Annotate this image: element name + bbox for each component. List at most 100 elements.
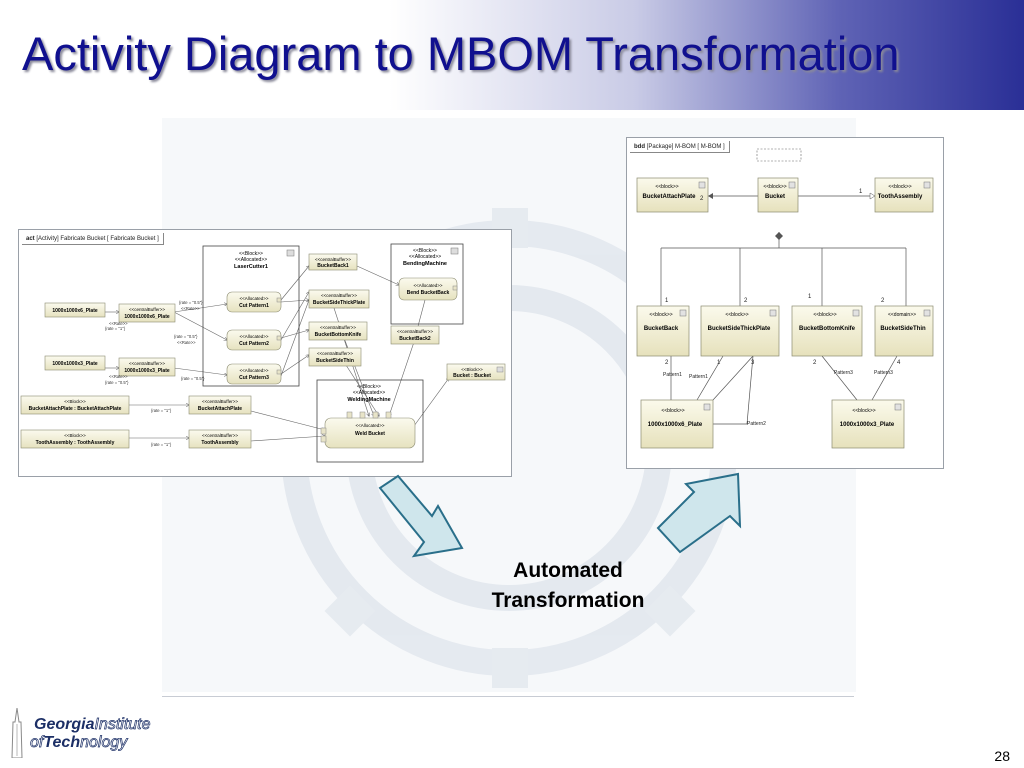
svg-text:<<Allocated>>: <<Allocated>> <box>239 296 268 301</box>
bdd-frame-label: bdd [Package] M-BOM [ M-BOM ] <box>630 141 730 153</box>
act-bucketback2: BucketBack2 <box>399 336 431 342</box>
svg-text:<<Rate>>: <<Rate>> <box>181 306 200 311</box>
bdd-block-bucketback: BucketBack <box>644 326 679 332</box>
welding-stereo1: <<Block>> <box>357 384 381 390</box>
svg-text:1: 1 <box>859 189 863 195</box>
svg-text:2: 2 <box>700 196 704 202</box>
act-toothassembly-input: ToothAssembly : ToothAssembly <box>36 440 115 446</box>
svg-text:<<Block>>: <<Block>> <box>64 433 86 438</box>
bending-stereo2: <<Allocated>> <box>409 254 441 260</box>
title-band <box>0 0 1024 110</box>
welding-stereo2: <<Allocated>> <box>353 390 385 396</box>
svg-text:4: 4 <box>897 360 901 366</box>
svg-text:<<Rate>>: <<Rate>> <box>177 340 196 345</box>
lasercutter-stereo2: <<Allocated>> <box>235 257 267 263</box>
act-bend-bucketback: Bend BucketBack <box>407 290 450 296</box>
svg-text:<<centralBuffer>>: <<centralBuffer>> <box>315 257 351 262</box>
act-buffer-attachplate: BucketAttachPlate <box>198 406 242 412</box>
welding-name: WeldingMachine <box>347 397 390 403</box>
svg-text:Pattern3: Pattern3 <box>834 370 853 376</box>
svg-text:1: 1 <box>808 294 812 300</box>
bdd-block-bucket: Bucket <box>765 194 785 200</box>
svg-text:1: 1 <box>665 298 669 304</box>
svg-text:<<block>>: <<block>> <box>852 408 875 414</box>
act-sidethin: BucketSideThin <box>316 358 354 364</box>
bdd-block-sidethickplate: BucketSideThickPlate <box>708 326 771 332</box>
svg-text:<<centralBuffer>>: <<centralBuffer>> <box>317 351 353 356</box>
bdd-block-plate6: 1000x1000x6_Plate <box>648 422 703 428</box>
svg-text:Pattern3: Pattern3 <box>874 370 893 376</box>
svg-text:{rate = "0.5"}: {rate = "0.5"} <box>105 380 129 385</box>
act-bottomknife: BucketBottomKnife <box>315 332 362 338</box>
svg-text:<<Block>>: <<Block>> <box>461 367 483 372</box>
svg-text:{rate = "0.5"}: {rate = "0.5"} <box>174 334 198 339</box>
svg-text:<<centralBuffer>>: <<centralBuffer>> <box>320 325 356 330</box>
svg-text:<<block>>: <<block>> <box>655 184 678 190</box>
svg-text:{rate = "1"}: {rate = "1"} <box>151 408 172 413</box>
svg-text:2: 2 <box>744 298 748 304</box>
lasercutter-stereo1: <<Block>> <box>239 251 263 257</box>
lasercutter-name: LaserCutter1 <box>234 264 268 270</box>
transform-arrow-up-icon <box>656 472 742 554</box>
svg-text:{rate = "0.5"}: {rate = "0.5"} <box>181 376 205 381</box>
svg-text:<<block>>: <<block>> <box>661 408 684 414</box>
activity-frame-label: act [Activity] Fabricate Bucket [ Fabric… <box>22 233 164 245</box>
bdd-canvas: <<block>> BucketAttachPlate <<block>> Bu… <box>636 148 934 449</box>
lasercutter-swimlane <box>202 245 300 387</box>
svg-text:<<block>>: <<block>> <box>813 312 836 318</box>
act-bucketback1: BucketBack1 <box>317 263 349 269</box>
svg-text:<<Allocated>>: <<Allocated>> <box>355 423 384 428</box>
act-bucket-output: Bucket : Bucket <box>453 373 491 379</box>
act-buffer-plate6: 1000x1000x6_Plate <box>124 314 170 320</box>
svg-text:<<Allocated>>: <<Allocated>> <box>239 334 268 339</box>
svg-text:<<centralBuffer>>: <<centralBuffer>> <box>397 329 433 334</box>
svg-text:<<block>>: <<block>> <box>763 184 786 190</box>
svg-text:<<block>>: <<block>> <box>725 312 748 318</box>
svg-text:{rate = "0.5"}: {rate = "0.5"} <box>179 300 203 305</box>
act-buffer-toothassembly: ToothAssembly <box>201 440 238 446</box>
act-cut-pattern1: Cut Pattern1 <box>239 303 269 309</box>
svg-text:Pattern1: Pattern1 <box>689 374 708 380</box>
svg-text:<<centralBuffer>>: <<centralBuffer>> <box>202 399 238 404</box>
bending-swimlane <box>390 243 464 325</box>
bdd-block-bottomknife: BucketBottomKnife <box>799 326 856 332</box>
svg-text:<<Allocated>>: <<Allocated>> <box>239 368 268 373</box>
transformation-caption: Automated Transformation <box>491 559 645 612</box>
act-plate3-node: 1000x1000x3_Plate <box>52 361 98 367</box>
activity-diagram: act [Activity] Fabricate Bucket [ Fabric… <box>18 229 512 477</box>
svg-text:<<block>>: <<block>> <box>649 312 672 318</box>
slide-title: Activity Diagram to MBOM Transformation <box>22 27 900 80</box>
svg-text:<<centralBuffer>>: <<centralBuffer>> <box>202 433 238 438</box>
act-cut-pattern3: Cut Pattern3 <box>239 375 269 381</box>
svg-text:<<centralBuffer>>: <<centralBuffer>> <box>321 293 357 298</box>
bdd-block-plate3: 1000x1000x3_Plate <box>840 422 895 428</box>
tech-tower-icon <box>11 708 23 758</box>
page-number: 28 <box>994 748 1010 764</box>
svg-text:2: 2 <box>665 360 669 366</box>
mbom-bdd-diagram: bdd [Package] M-BOM [ M-BOM ] <box>626 137 944 469</box>
welding-swimlane <box>316 379 424 463</box>
svg-text:{rate = "1"}: {rate = "1"} <box>105 326 126 331</box>
act-sidethickplate: BucketSideThickPlate <box>313 300 365 306</box>
bdd-block-sidethin: BucketSideThin <box>880 326 926 332</box>
bottom-rule <box>162 696 854 697</box>
bdd-block-toothassembly: ToothAssembly <box>878 194 923 200</box>
svg-text:2: 2 <box>881 298 885 304</box>
svg-text:Pattern1: Pattern1 <box>663 372 682 378</box>
bending-stereo1: <<Block>> <box>413 248 437 254</box>
georgia-tech-logo: GeorgiaInstitute ofTechnology <box>8 708 168 760</box>
svg-text:<<Rate>>: <<Rate>> <box>109 321 128 326</box>
act-attachplate-input: BucketAttachPlate : BucketAttachPlate <box>29 406 122 412</box>
act-cut-pattern2: Cut Pattern2 <box>239 341 269 347</box>
activity-diagram-canvas: <<Block>> <<Allocated>> LaserCutter1 <<B… <box>20 243 506 463</box>
svg-text:<<block>>: <<block>> <box>888 184 911 190</box>
act-weld-bucket: Weld Bucket <box>355 431 385 437</box>
svg-text:<<centralBuffer>>: <<centralBuffer>> <box>129 361 165 366</box>
svg-text:{rate = "1"}: {rate = "1"} <box>151 442 172 447</box>
svg-text:Pattern2: Pattern2 <box>747 421 766 427</box>
svg-text:<<centralBuffer>>: <<centralBuffer>> <box>129 307 165 312</box>
bdd-block-attachplate: BucketAttachPlate <box>642 194 696 200</box>
svg-text:2: 2 <box>813 360 817 366</box>
act-buffer-plate3: 1000x1000x3_Plate <box>124 368 170 374</box>
svg-text:1: 1 <box>717 360 721 366</box>
